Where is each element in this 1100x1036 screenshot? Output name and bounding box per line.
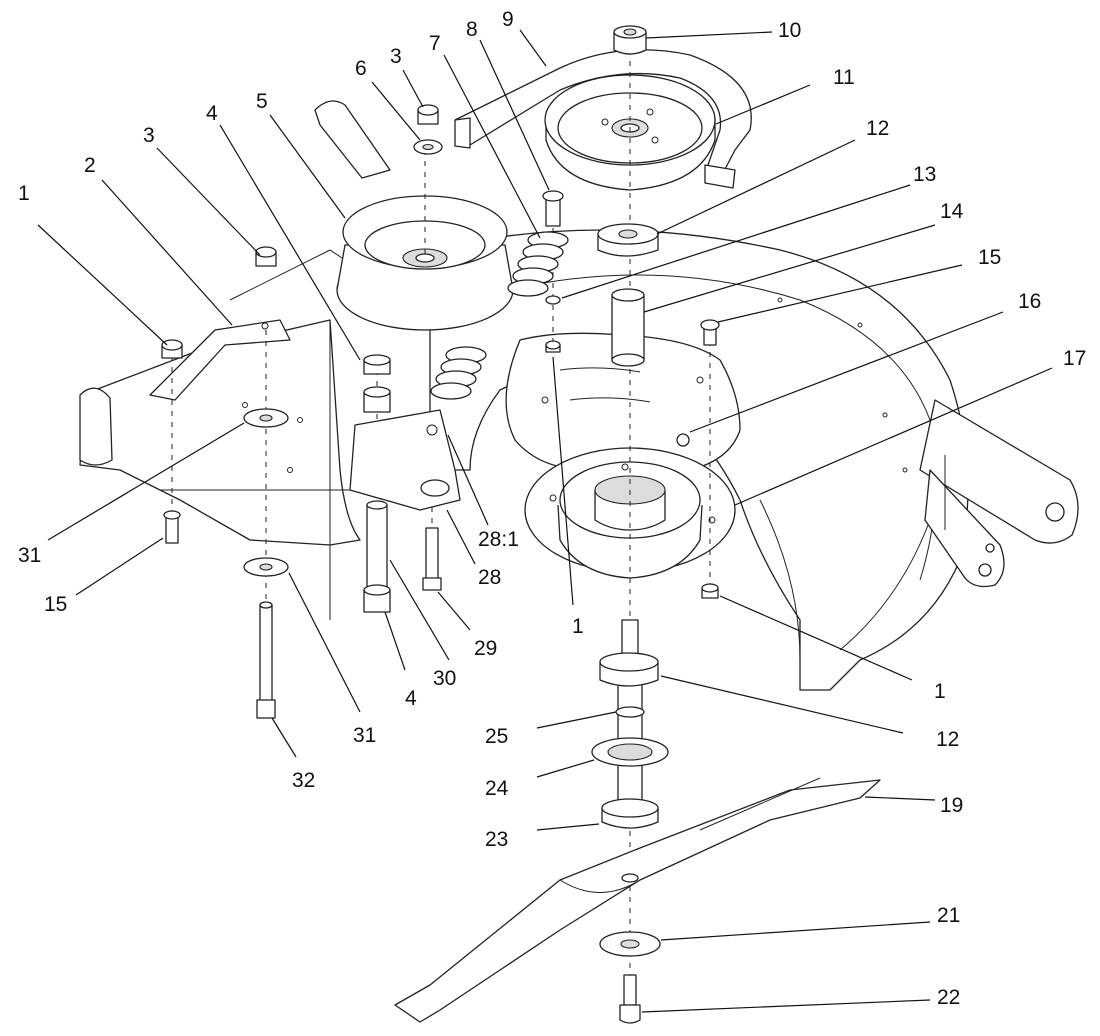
callout-21: 21 bbox=[937, 904, 960, 927]
callout-11: 11 bbox=[833, 66, 855, 89]
callout-2: 2 bbox=[84, 154, 96, 177]
callout-9: 9 bbox=[502, 8, 514, 31]
callout-4: 4 bbox=[206, 102, 218, 125]
callout-labels: 1 2 3 4 5 6 3 7 8 9 10 11 12 13 14 15 16… bbox=[18, 8, 1086, 1009]
callout-31: 31 bbox=[353, 724, 376, 747]
callout-6: 6 bbox=[355, 57, 367, 80]
belt-guide-bracket bbox=[149, 319, 291, 401]
callout-28-1: 28:1 bbox=[478, 528, 519, 551]
callout-1: 1 bbox=[18, 182, 30, 205]
callout-19: 19 bbox=[940, 794, 963, 817]
deck-side-bracket bbox=[919, 399, 1079, 588]
callout-28: 28 bbox=[478, 566, 501, 589]
callout-3: 3 bbox=[143, 124, 155, 147]
mower-blade bbox=[394, 777, 881, 1023]
callout-13: 13 bbox=[913, 163, 936, 186]
callout-8: 8 bbox=[466, 18, 478, 41]
hardware bbox=[161, 25, 720, 1024]
drive-belt bbox=[314, 49, 752, 189]
callout-1: 1 bbox=[572, 615, 584, 638]
callout-24: 24 bbox=[485, 777, 509, 800]
callout-12: 12 bbox=[866, 117, 889, 140]
callout-5: 5 bbox=[256, 90, 268, 113]
callout-7: 7 bbox=[429, 32, 441, 55]
callout-30: 30 bbox=[433, 667, 456, 690]
callout-1: 1 bbox=[934, 680, 946, 703]
callout-12: 12 bbox=[936, 728, 959, 751]
callout-22: 22 bbox=[937, 986, 960, 1009]
callout-15: 15 bbox=[978, 246, 1001, 269]
callout-10: 10 bbox=[778, 19, 801, 42]
callout-3: 3 bbox=[390, 45, 402, 68]
callout-32: 32 bbox=[292, 769, 315, 792]
callout-31: 31 bbox=[18, 544, 41, 567]
callout-17: 17 bbox=[1063, 347, 1086, 370]
callout-14: 14 bbox=[940, 200, 964, 223]
callout-15: 15 bbox=[44, 593, 67, 616]
callout-leaders bbox=[37, 29, 1053, 1013]
callout-23: 23 bbox=[485, 828, 508, 851]
callout-4: 4 bbox=[405, 687, 417, 710]
callout-16: 16 bbox=[1018, 290, 1041, 313]
spindle-housing bbox=[524, 447, 736, 579]
callout-29: 29 bbox=[474, 637, 497, 660]
callout-25: 25 bbox=[485, 725, 508, 748]
